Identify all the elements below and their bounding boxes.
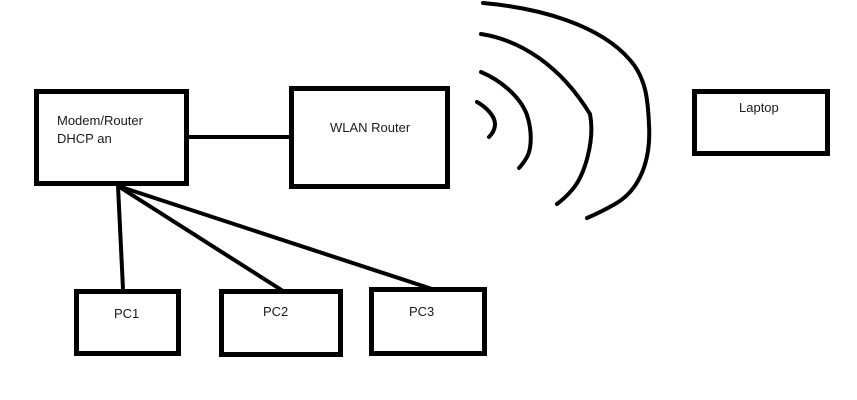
node-wlan-router: WLAN Router xyxy=(289,86,450,189)
modem-router-label-line1: Modem/Router xyxy=(57,113,144,128)
pc2-label: PC2 xyxy=(263,304,288,319)
wire-modem-pc2 xyxy=(116,184,285,293)
pc2-box xyxy=(219,289,343,357)
pc3-box xyxy=(369,287,487,356)
modem-router-box xyxy=(34,89,189,186)
laptop-label: Laptop xyxy=(739,100,779,115)
pc1-label: PC1 xyxy=(114,306,139,321)
wifi-arc-1 xyxy=(475,100,497,139)
laptop-box xyxy=(692,89,830,156)
wifi-arc-4 xyxy=(481,1,652,220)
wlan-router-box xyxy=(289,86,450,189)
node-pc1: PC1 xyxy=(74,289,181,356)
node-pc3: PC3 xyxy=(369,287,487,356)
node-laptop: Laptop xyxy=(692,89,830,156)
wifi-arc-3 xyxy=(479,32,594,206)
wlan-router-label: WLAN Router xyxy=(330,120,411,135)
wire-modem-pc1 xyxy=(116,185,125,290)
wired-connections xyxy=(116,135,433,293)
wire-modem-pc3 xyxy=(117,184,433,291)
pc3-label: PC3 xyxy=(409,304,434,319)
pc1-box xyxy=(74,289,181,356)
modem-router-label-line2: DHCP an xyxy=(57,131,112,146)
wifi-arc-2 xyxy=(479,70,533,170)
node-modem-router: Modem/Router DHCP an xyxy=(34,89,189,186)
wifi-signal-icon xyxy=(475,1,652,220)
node-pc2: PC2 xyxy=(219,289,343,357)
